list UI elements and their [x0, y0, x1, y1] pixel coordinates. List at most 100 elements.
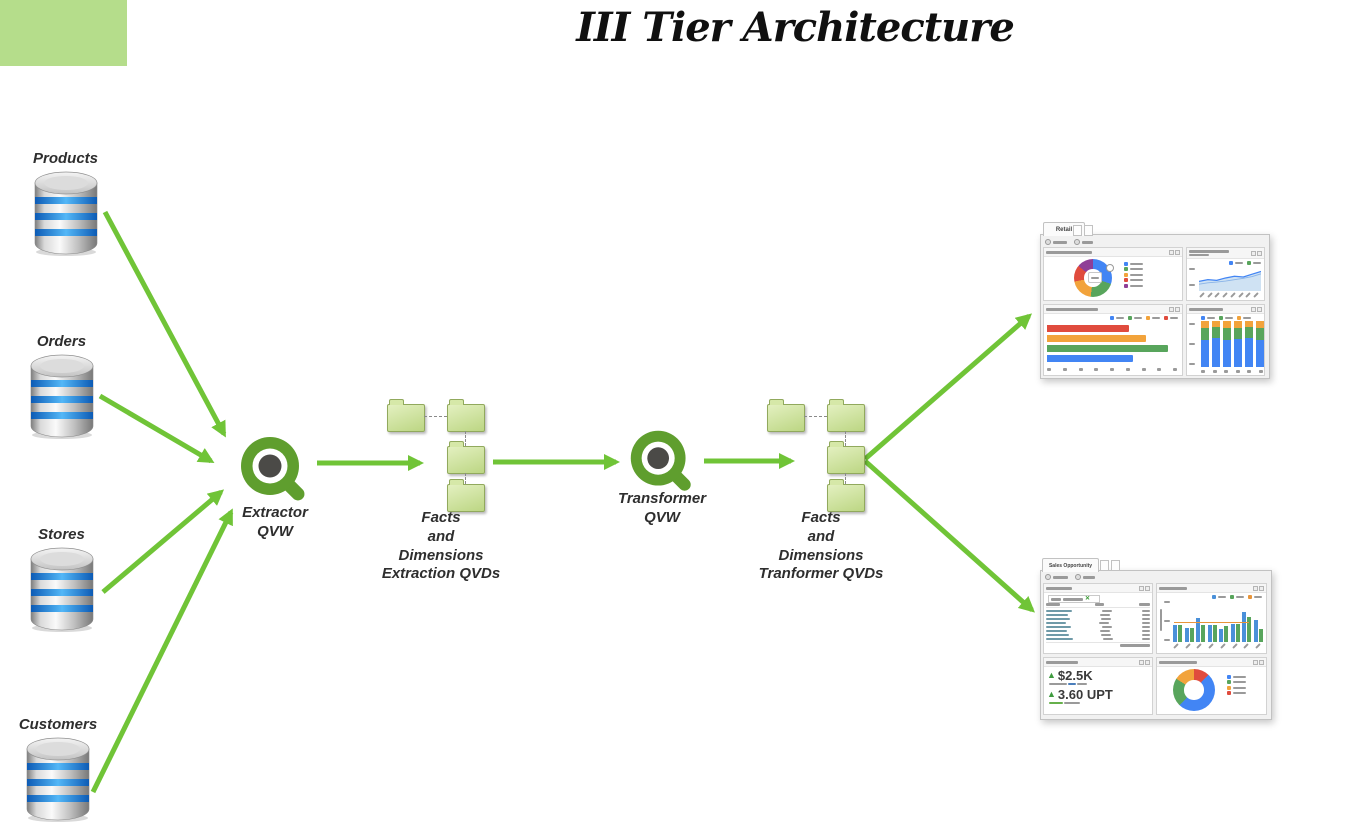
- table-row[interactable]: [1046, 638, 1150, 640]
- row-value-skeleton: [1142, 630, 1150, 632]
- toolbar-item[interactable]: [1045, 574, 1068, 580]
- legend-text-skeleton: [1233, 692, 1246, 694]
- row-name-skeleton: [1046, 610, 1072, 612]
- donut-callout: [1088, 272, 1102, 283]
- bar-segment: [1219, 629, 1223, 642]
- y-axis-labels: [1164, 601, 1170, 641]
- table-row[interactable]: [1046, 618, 1150, 620]
- legend-text-skeleton: [1233, 681, 1246, 683]
- legend-row: [1124, 261, 1143, 266]
- transformer-qvds-label: Facts and Dimensions Tranformer QVDs: [730, 509, 912, 584]
- tab-action-icon[interactable]: [1100, 560, 1109, 571]
- transformer-label: Transformer QVW: [592, 490, 732, 528]
- dashboard-tab[interactable]: Sales Opportunity: [1042, 558, 1099, 572]
- maximize-icon[interactable]: [1259, 659, 1264, 665]
- db-customers: Customers: [8, 716, 108, 828]
- legend-swatch: [1229, 261, 1233, 265]
- row-name-skeleton: [1046, 626, 1071, 628]
- dashed-connector: [804, 416, 827, 417]
- panel-horizontal-bars: [1043, 304, 1183, 376]
- table-row[interactable]: [1046, 630, 1150, 632]
- tick-label-skeleton: [1219, 643, 1226, 649]
- panel-title-bar: [1187, 305, 1264, 314]
- maximize-icon[interactable]: [1175, 249, 1180, 255]
- legend-text-skeleton: [1130, 268, 1143, 270]
- chart-legend: [1110, 316, 1178, 320]
- row-name-skeleton: [1046, 630, 1067, 632]
- clear-filter-icon[interactable]: ✕: [1085, 596, 1091, 602]
- legend-text-skeleton: [1225, 317, 1233, 319]
- kpi-row: ▲ $2.5K: [1047, 668, 1152, 683]
- minimize-icon[interactable]: [1139, 659, 1144, 665]
- toolbar-icon: [1045, 574, 1051, 580]
- kpi-value: 3.60 UPT: [1057, 687, 1113, 702]
- table-row[interactable]: [1046, 610, 1150, 612]
- column-segment: [1234, 321, 1242, 328]
- maximize-icon[interactable]: [1257, 306, 1262, 312]
- column-segment: [1223, 340, 1231, 367]
- column-segment: [1223, 327, 1231, 341]
- arrow-customers-to-extractor: [90, 508, 234, 794]
- dashboard-toolbar: [1045, 239, 1093, 245]
- legend-item: [1201, 316, 1215, 320]
- panel-sales-table: ✕: [1043, 583, 1153, 654]
- minimize-icon[interactable]: [1253, 585, 1258, 591]
- tab-action-icon[interactable]: [1111, 560, 1120, 571]
- panel-buttons: [1251, 306, 1262, 312]
- tab-action-icon[interactable]: [1084, 225, 1093, 236]
- legend-swatch: [1124, 272, 1128, 277]
- toolbar-item[interactable]: [1045, 239, 1067, 245]
- minimize-icon[interactable]: [1253, 659, 1258, 665]
- toolbar-item[interactable]: [1075, 574, 1095, 580]
- minimize-icon[interactable]: [1251, 306, 1256, 312]
- db-stores-label: Stores: [38, 526, 85, 543]
- stacked-column: [1234, 321, 1242, 367]
- folder-icon: [827, 399, 865, 432]
- table-row[interactable]: [1046, 622, 1150, 624]
- table-row[interactable]: [1046, 626, 1150, 628]
- minimize-icon[interactable]: [1251, 250, 1256, 256]
- table-row[interactable]: [1046, 634, 1150, 636]
- up-triangle-icon: ▲: [1047, 670, 1056, 680]
- legend-swatch: [1219, 316, 1223, 320]
- maximize-icon[interactable]: [1175, 306, 1180, 312]
- transformer-label-line1: Transformer: [617, 490, 707, 507]
- tab-action-icon[interactable]: [1073, 225, 1082, 236]
- minimize-icon[interactable]: [1169, 249, 1174, 255]
- maximize-icon[interactable]: [1145, 585, 1150, 591]
- bar-group: [1253, 600, 1263, 642]
- y-axis-title: [1160, 609, 1162, 631]
- kpi-value: $2.5K: [1057, 668, 1093, 683]
- row-value-skeleton: [1102, 638, 1113, 640]
- label-line: Tranformer QVDs: [758, 565, 884, 583]
- row-value-skeleton: [1099, 630, 1110, 632]
- legend-text-skeleton: [1207, 317, 1215, 319]
- maximize-icon[interactable]: [1145, 659, 1150, 665]
- extractor-label-line2: QVW: [257, 522, 293, 540]
- legend-text-skeleton: [1236, 596, 1244, 598]
- bar-segment: [1230, 624, 1235, 642]
- minimize-icon[interactable]: [1169, 306, 1174, 312]
- tick-label-skeleton: [1173, 643, 1179, 649]
- kpi-row: ▲ 3.60 UPT: [1047, 687, 1152, 702]
- dashed-connector: [465, 431, 466, 446]
- folder-icon: [827, 479, 865, 512]
- table-row[interactable]: [1046, 614, 1150, 616]
- maximize-icon[interactable]: [1259, 585, 1264, 591]
- minimize-icon[interactable]: [1139, 585, 1144, 591]
- tick-label-skeleton: [1201, 370, 1205, 373]
- panel-grouped-bars: [1156, 583, 1267, 654]
- tick-label-skeleton: [1173, 368, 1177, 371]
- column-segment: [1212, 327, 1220, 339]
- tick-label-skeleton: [1184, 643, 1191, 649]
- db-orders: Orders: [14, 333, 109, 445]
- panel-buttons: [1139, 659, 1150, 665]
- legend-row: [1124, 272, 1143, 277]
- maximize-icon[interactable]: [1257, 250, 1262, 256]
- arrow-stores-to-extractor: [101, 489, 225, 594]
- row-name-skeleton: [1046, 622, 1066, 624]
- toolbar-item[interactable]: [1074, 239, 1093, 245]
- column-segment: [1256, 327, 1264, 341]
- filter-dropdown[interactable]: ✕: [1048, 595, 1100, 603]
- bar-segment: [1196, 617, 1200, 642]
